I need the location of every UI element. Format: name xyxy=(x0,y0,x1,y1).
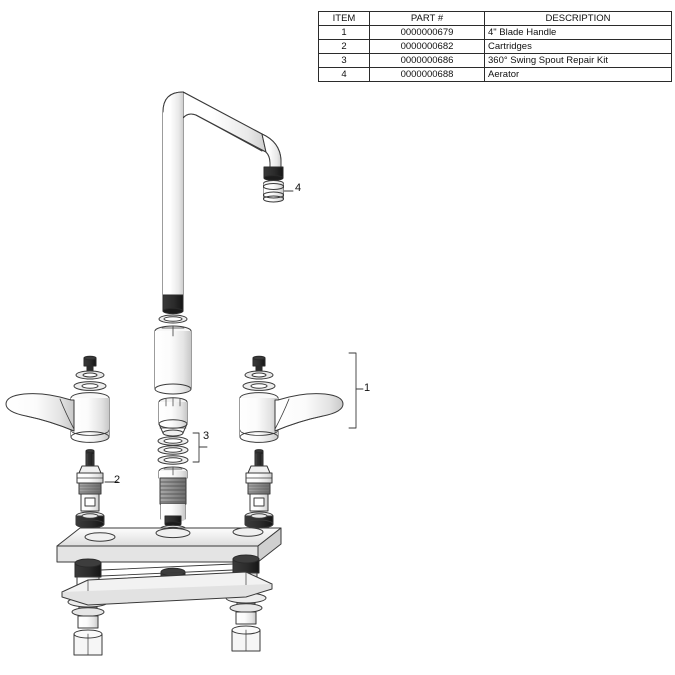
aerator-part xyxy=(263,180,284,203)
callout-label-3: 3 xyxy=(203,430,210,442)
table-row: 3 0000000686 360° Swing Spout Repair Kit xyxy=(318,53,672,68)
oring-set xyxy=(157,436,189,465)
deck-plate xyxy=(56,527,282,563)
table-row: 1 0000000679 4" Blade Handle xyxy=(318,25,672,40)
parts-table: ITEM PART # DESCRIPTION 1 0000000679 4" … xyxy=(318,11,672,82)
cell-part-number: 0000000688 xyxy=(369,67,485,82)
column-header-part-number: PART # xyxy=(369,11,485,26)
cell-description: Aerator xyxy=(484,67,672,82)
column-header-description: DESCRIPTION xyxy=(484,11,672,26)
table-row: 2 0000000682 Cartridges xyxy=(318,39,672,54)
parts-table-header: ITEM PART # DESCRIPTION xyxy=(318,11,672,26)
cell-part-number: 0000000686 xyxy=(369,53,485,68)
left-cartridge xyxy=(75,449,105,529)
right-cartridge xyxy=(244,449,274,529)
cell-item-number: 2 xyxy=(318,39,370,54)
left-handle-assembly xyxy=(5,355,110,443)
cell-description: 4" Blade Handle xyxy=(484,25,672,40)
cell-part-number: 0000000682 xyxy=(369,39,485,54)
cell-item-number: 3 xyxy=(318,53,370,68)
cell-description: 360° Swing Spout Repair Kit xyxy=(484,53,672,68)
mounting-hardware xyxy=(61,554,273,656)
parts-table-body: 1 0000000679 4" Blade Handle 2 000000068… xyxy=(318,25,672,82)
cell-part-number: 0000000679 xyxy=(369,25,485,40)
right-handle-assembly xyxy=(239,355,344,443)
callout-1-bracket xyxy=(348,352,364,429)
cell-item-number: 1 xyxy=(318,25,370,40)
column-header-item: ITEM xyxy=(318,11,370,26)
table-row: 4 0000000688 Aerator xyxy=(318,67,672,82)
parts-table-container: ITEM PART # DESCRIPTION 1 0000000679 4" … xyxy=(318,11,672,82)
spout-base-stack xyxy=(154,294,192,542)
callout-label-4: 4 xyxy=(295,182,302,194)
callout-label-2: 2 xyxy=(114,474,121,486)
cell-item-number: 4 xyxy=(318,67,370,82)
callout-label-1: 1 xyxy=(364,382,371,394)
gooseneck-spout xyxy=(162,91,284,301)
cell-description: Cartridges xyxy=(484,39,672,54)
table-header-row: ITEM PART # DESCRIPTION xyxy=(318,11,672,26)
